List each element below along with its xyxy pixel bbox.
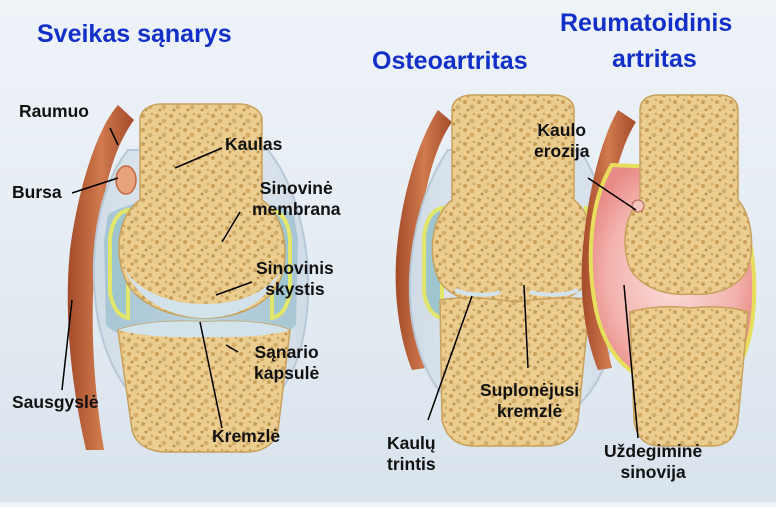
title-healthy: Sveikas sąnarys <box>37 19 232 49</box>
label-inflamed-synovium-line1: Uždegiminė <box>604 441 702 462</box>
label-inflamed-synovium: Uždegiminė sinovija <box>604 441 702 483</box>
label-bone-erosion: Kaulo erozija <box>534 120 589 162</box>
title-osteo: Osteoartritas <box>372 46 528 76</box>
label-thinned-cartilage-line2: kremzlė <box>480 401 579 422</box>
bone-erosion-mark <box>632 200 644 212</box>
title-rheuma-line2: artritas <box>612 44 697 74</box>
rheuma-joint <box>582 95 755 446</box>
label-bone-friction-line2: trintis <box>387 454 436 475</box>
label-thinned-cartilage-line1: Suplonėjusi <box>480 380 579 401</box>
bursa <box>116 166 136 194</box>
label-bursa: Bursa <box>12 182 62 203</box>
label-bone-friction-line1: Kaulų <box>387 433 436 454</box>
label-synovial-fluid-line1: Sinovinis <box>256 258 334 279</box>
label-cartilage: Kremzlė <box>212 426 280 447</box>
label-synovial-fluid: Sinovinis skystis <box>256 258 334 300</box>
label-capsule: Sąnario kapsulė <box>254 342 319 384</box>
label-inflamed-synovium-line2: sinovija <box>604 462 702 483</box>
label-bone: Kaulas <box>225 134 282 155</box>
label-synovial-membrane: Sinovinė membrana <box>252 178 341 220</box>
label-tendon: Sausgyslė <box>12 392 99 413</box>
title-rheuma-line1: Reumatoidinis <box>560 8 732 38</box>
label-capsule-line1: Sąnario <box>254 342 319 363</box>
label-capsule-line2: kapsulė <box>254 363 319 384</box>
label-bone-erosion-line2: erozija <box>534 141 589 162</box>
label-synovial-membrane-line1: Sinovinė <box>252 178 341 199</box>
label-synovial-membrane-line2: membrana <box>252 199 341 220</box>
label-synovial-fluid-line2: skystis <box>256 279 334 300</box>
label-bone-erosion-line1: Kaulo <box>534 120 589 141</box>
rheuma-lower-bone <box>630 307 748 446</box>
label-muscle: Raumuo <box>19 101 89 122</box>
label-bone-friction: Kaulų trintis <box>387 433 436 475</box>
rheuma-upper-bone <box>625 95 752 294</box>
label-thinned-cartilage: Suplonėjusi kremzlė <box>480 380 579 422</box>
osteo-lower-bone <box>440 298 590 446</box>
